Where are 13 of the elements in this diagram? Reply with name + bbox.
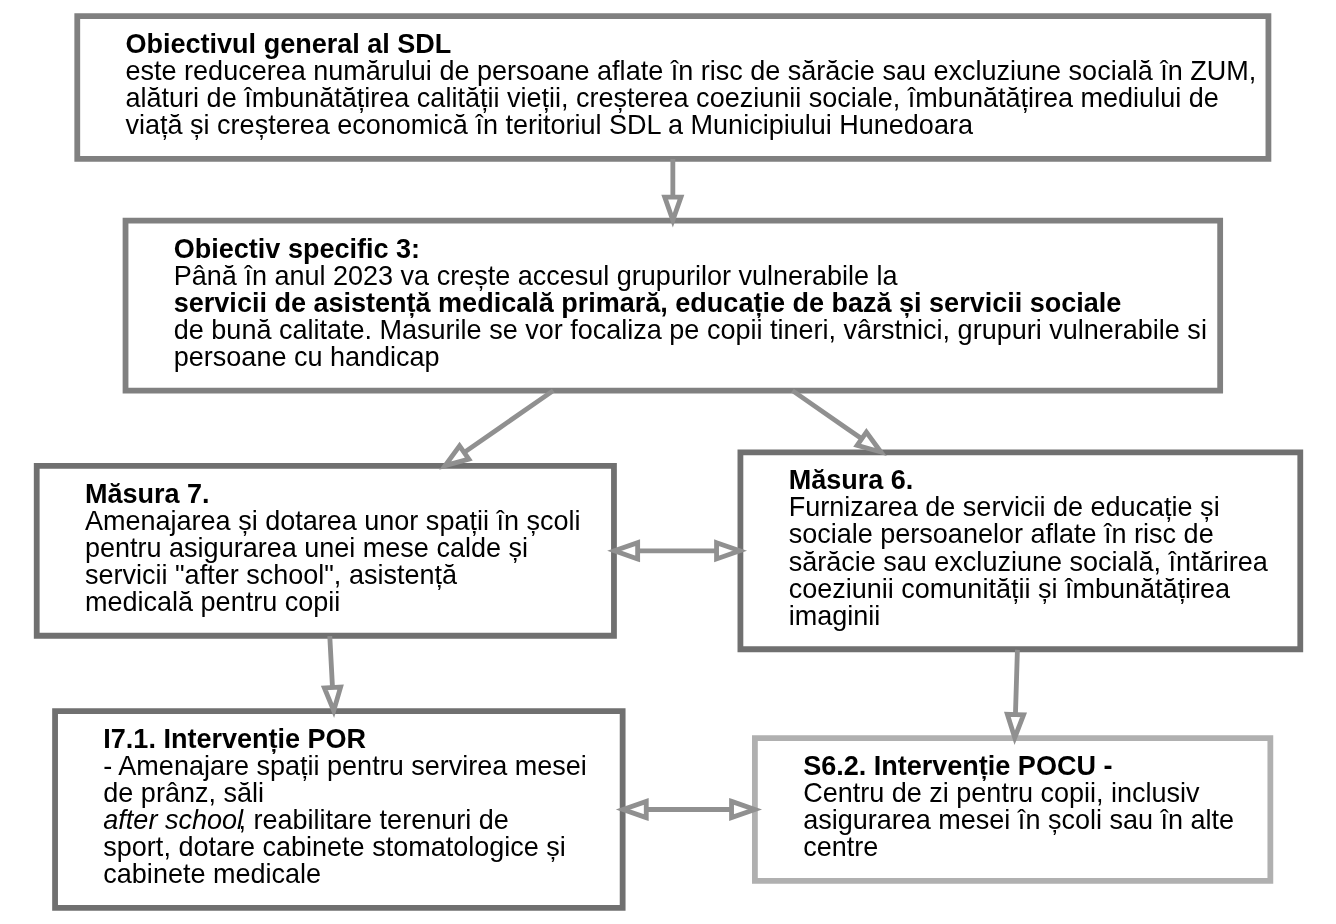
arrow (438, 388, 555, 470)
arrow (790, 388, 887, 457)
node-box: S6.2. Intervenție POCU - Centru de zi pentru copii, inclusiv asigurarea mesei în școli sau în alte centre (751, 735, 1273, 884)
arrow (1003, 649, 1027, 745)
arrow (615, 798, 762, 821)
node-box: Obiectivul general al SDLeste reducerea numărului de persoane aflate în risc de sărăcie sau excluziune socială în ZUM, alături de îmbunătățirea calității vieții, creșterea coeziunii sociale, îmbunătățirea mediului de viață și creșterea economică în teritoriul SDL a Municipiului Hunedoara (73, 13, 1271, 162)
arrow (660, 159, 684, 228)
arrow (320, 636, 344, 718)
node-box: Măsura 7. Amenajarea și dotarea unor spații în școli pentru asigurarea unei mese calde și servicii "after school", asistență medicală pentru copii (33, 462, 617, 639)
node-box: I7.1. Intervenție POR - Amenajare spații pentru servirea mesei de prânz, săli after school, reabilitare terenuri de sport, dotare cabinete stomatologice și cabinete medicale (51, 708, 626, 911)
node-box: Obiectiv specific 3: Până în anul 2023 va crește accesul grupurilor vulnerabile la servicii de asistență medicală primară, educație de bază și servicii sociale de bună calitate. Masurile se vor focaliza pe copii tineri, vârstnici, grupuri vulnerabile si persoane cu handicap (122, 217, 1223, 394)
node-box: Măsura 6. Furnizarea de servicii de educație și sociale persoanelor aflate în risc de sărăcie sau excluziune socială, întărirea coeziunii comunității și îmbunătățirea imaginii (737, 449, 1303, 653)
arrow (606, 539, 747, 563)
